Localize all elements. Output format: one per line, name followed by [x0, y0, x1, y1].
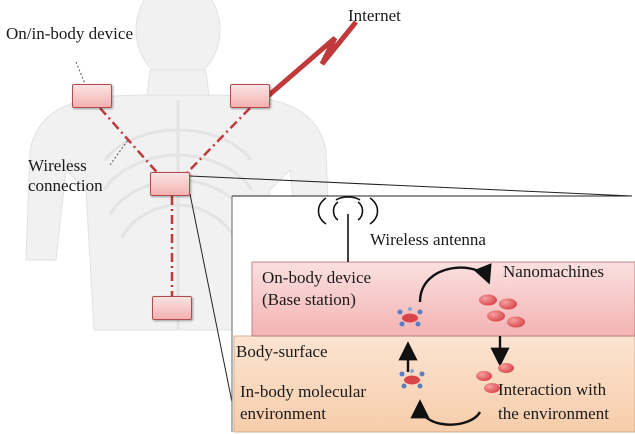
nanomachine: [487, 311, 505, 322]
in-body-environment-label-line1: In-body molecular: [240, 382, 366, 402]
wireless-antenna-label: Wireless antenna: [370, 230, 486, 250]
nanomachine: [507, 317, 525, 328]
on-in-body-device-label: On/in-body device: [6, 24, 133, 44]
interaction-label-line2: the environment: [498, 404, 609, 424]
internet-link: [268, 22, 356, 96]
on-body-device-label-line2: (Base station): [262, 290, 356, 310]
nanomachine: [498, 363, 514, 373]
in-body-environment-label-line2: environment: [240, 404, 326, 424]
nanomachines-label: Nanomachines: [503, 262, 604, 282]
on-body-device-label-line1: On-body device: [262, 268, 371, 288]
interaction-label-line1: Interaction with: [498, 380, 606, 400]
device-left-shoulder: [72, 84, 112, 108]
nanomachine: [479, 295, 497, 306]
wireless-connection-label-line2: connection: [28, 176, 103, 196]
device-lower-back: [152, 296, 192, 320]
internet-label: Internet: [348, 6, 401, 26]
nanomachine: [499, 299, 517, 310]
body-surface-label: Body-surface: [236, 342, 328, 362]
device-chest-base-station: [150, 172, 190, 196]
wireless-connection-label-line1: Wireless: [28, 156, 87, 176]
device-leader-line: [76, 62, 86, 86]
device-right-shoulder: [230, 84, 270, 108]
nanomachine: [476, 371, 492, 381]
